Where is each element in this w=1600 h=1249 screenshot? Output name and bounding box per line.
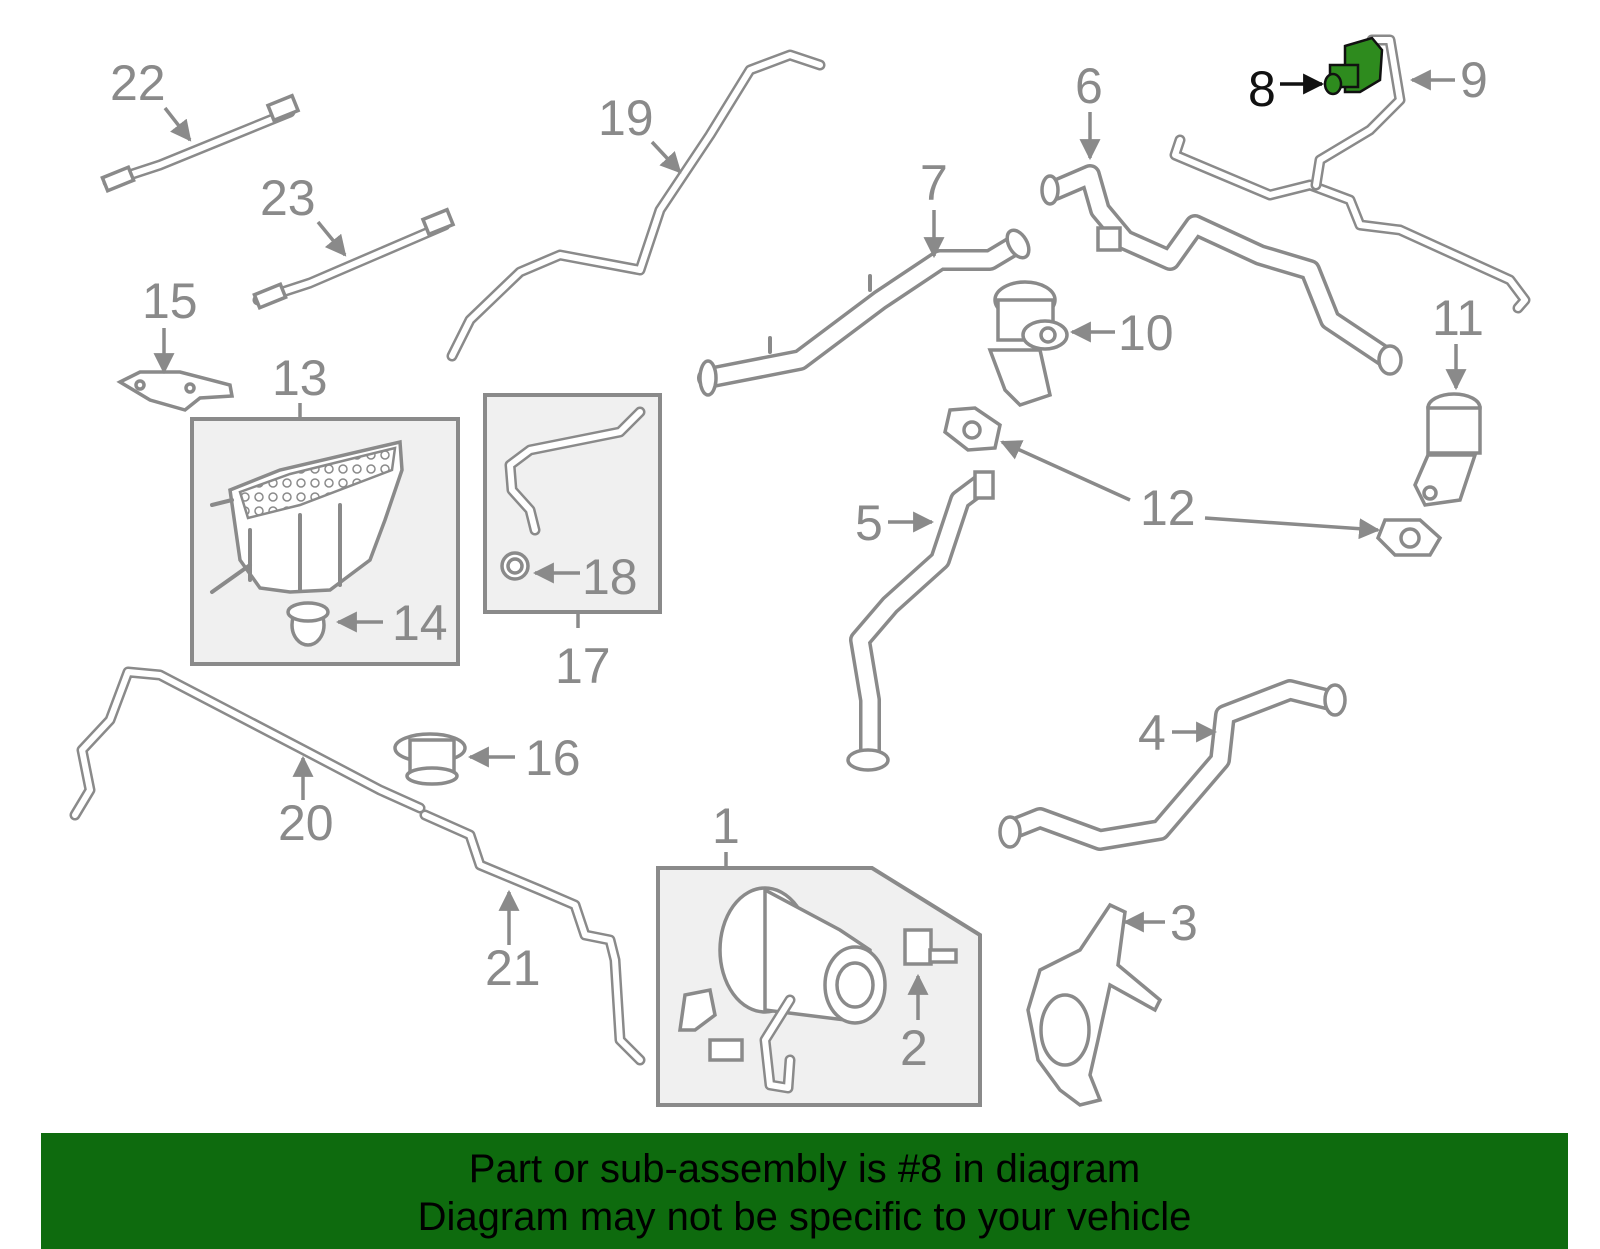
svg-text:5: 5 [855,495,883,551]
svg-text:7: 7 [920,155,948,211]
callout-10: 10 [1069,305,1174,361]
part-2-sensor[interactable] [903,928,958,966]
part-5-hose[interactable] [846,470,995,772]
svg-text:10: 10 [1118,305,1174,361]
callout-4: 4 [1138,705,1218,761]
callout-3: 3 [1122,895,1198,951]
svg-text:6: 6 [1075,58,1103,114]
callout-9: 9 [1409,52,1488,108]
svg-text:8: 8 [1248,61,1276,117]
callout-22: 22 [110,55,192,142]
callout-20: 20 [278,755,334,851]
callout-1: 1 [712,798,740,868]
callout-17: 17 [555,612,611,694]
part-1-box[interactable] [656,866,982,1107]
callout-13: 13 [272,350,328,419]
svg-text:11: 11 [1432,290,1484,346]
svg-text:13: 13 [272,350,328,406]
svg-text:2: 2 [900,1020,928,1076]
svg-text:3: 3 [1170,895,1198,951]
part-23-sensor[interactable] [252,207,456,311]
svg-text:17: 17 [555,638,611,694]
part-9-line[interactable] [1169,34,1531,314]
part-3-bracket[interactable] [1026,902,1163,1107]
callout-8: 8 [1248,61,1325,117]
part-11-valve[interactable] [1413,392,1482,507]
callout-14: 14 [335,595,448,651]
part-13-box[interactable] [190,417,460,666]
svg-text:19: 19 [598,90,654,146]
callout-6: 6 [1075,58,1103,161]
part-12-gasket-b[interactable] [1375,518,1443,557]
callout-19: 19 [598,90,682,174]
part-15-bracket[interactable] [116,370,235,412]
callout-11: 11 [1432,290,1484,391]
svg-text:9: 9 [1460,52,1488,108]
svg-text:22: 22 [110,55,166,111]
part-20-line[interactable] [69,666,426,821]
callout-23: 23 [260,170,347,257]
part-4-hose[interactable] [998,679,1347,851]
svg-text:1: 1 [712,798,740,854]
part-19-line[interactable] [446,49,826,362]
callout-16: 16 [467,730,581,786]
part-7-pipe[interactable] [697,227,1033,397]
part-8-valve[interactable] [1323,36,1384,96]
part-21-line[interactable] [419,809,646,1066]
banner-line-1: Part or sub-assembly is #8 in diagram [468,1147,1141,1191]
svg-text:21: 21 [485,940,541,996]
callout-5: 5 [855,495,935,551]
info-banner: Part or sub-assembly is #8 in diagram Di… [41,1133,1568,1249]
svg-text:20: 20 [278,795,334,851]
callout-15: 15 [142,273,198,375]
part-17-box[interactable] [483,393,662,614]
part-18-clamp[interactable] [500,551,530,581]
part-16-mount[interactable] [393,732,467,786]
svg-text:15: 15 [142,273,198,329]
part-6-hose[interactable] [1040,164,1403,376]
callout-12: 12 [1000,440,1381,540]
svg-text:16: 16 [525,730,581,786]
banner-line-2: Diagram may not be specific to your vehi… [417,1195,1192,1239]
callout-2: 2 [900,973,929,1076]
parts-diagram: 22 23 15 13 14 [69,34,1531,1107]
svg-text:12: 12 [1140,480,1196,536]
svg-text:14: 14 [392,595,448,651]
part-22-sensor[interactable] [100,93,301,194]
svg-text:4: 4 [1138,705,1166,761]
callout-7: 7 [920,155,948,259]
callout-18: 18 [532,549,638,605]
callout-21: 21 [485,889,541,996]
part-12-gasket-a[interactable] [943,406,1002,452]
part-14-plug[interactable] [286,601,330,647]
svg-text:18: 18 [582,549,638,605]
part-10-valve[interactable] [987,280,1069,408]
svg-text:23: 23 [260,170,316,226]
